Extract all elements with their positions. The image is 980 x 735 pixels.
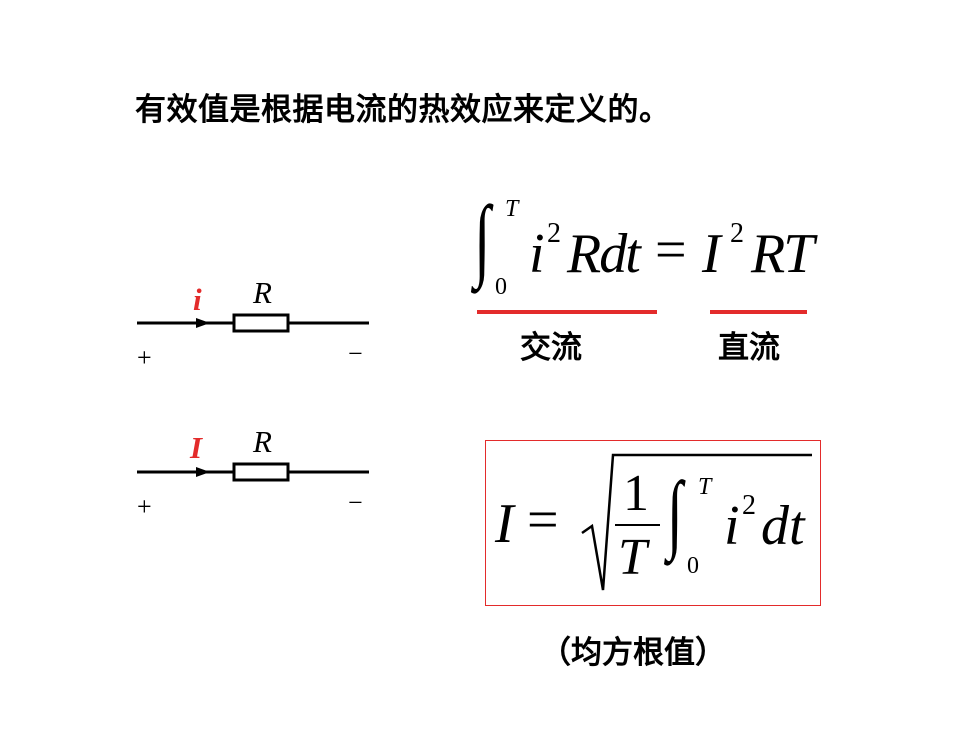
ac-plus-sign: + (137, 343, 152, 372)
dc-current-arrow (196, 467, 210, 477)
ac-resistor-label: R (253, 275, 272, 310)
integral-lower-limit-2: 0 (687, 553, 699, 579)
integral-sign-1: ∫ (474, 187, 491, 289)
integrand-exponent-1: 2 (547, 218, 561, 249)
fraction-numerator: 1 (623, 465, 649, 522)
ac-current-label: i (193, 282, 202, 317)
integral-lower-limit-1: 0 (495, 274, 507, 300)
integral-upper-limit-2: T (698, 474, 712, 500)
integral-upper-limit-1: T (505, 196, 519, 222)
dc-current-label: I (190, 430, 203, 465)
rhs-I: I (702, 223, 721, 285)
ac-current-arrow (196, 318, 210, 328)
sqrt-sign (581, 453, 812, 591)
label-dc: 直流 (718, 330, 780, 366)
integrand-i-1: i (529, 223, 545, 285)
integrand-rest-1: Rdt (567, 223, 641, 285)
rms-equals-sign: = (527, 489, 559, 551)
rhs-exponent: 2 (730, 218, 744, 249)
label-ac: 交流 (520, 330, 582, 366)
dc-plus-sign: + (137, 492, 152, 521)
fraction-denominator: T (618, 529, 647, 586)
rms-caption: （均方根值） (540, 635, 726, 671)
ac-resistor (232, 313, 290, 333)
integrand-i-2: i (724, 495, 740, 557)
dc-circuit (137, 462, 369, 482)
integral-sign-2: ∫ (667, 465, 683, 562)
equals-sign-1: = (655, 219, 687, 281)
integrand-dt: dt (761, 495, 805, 557)
rms-lhs-I: I (495, 493, 514, 555)
ac-circuit (137, 313, 369, 333)
ac-minus-sign: − (348, 339, 363, 368)
rhs-rest: RT (751, 223, 814, 285)
dc-minus-sign: − (348, 488, 363, 517)
dc-resistor-label: R (253, 424, 272, 459)
rms-formula-box (485, 440, 821, 606)
integrand-exponent-2: 2 (742, 490, 756, 521)
dc-resistor (232, 462, 290, 482)
page-title: 有效值是根据电流的热效应来定义的。 (135, 92, 671, 128)
